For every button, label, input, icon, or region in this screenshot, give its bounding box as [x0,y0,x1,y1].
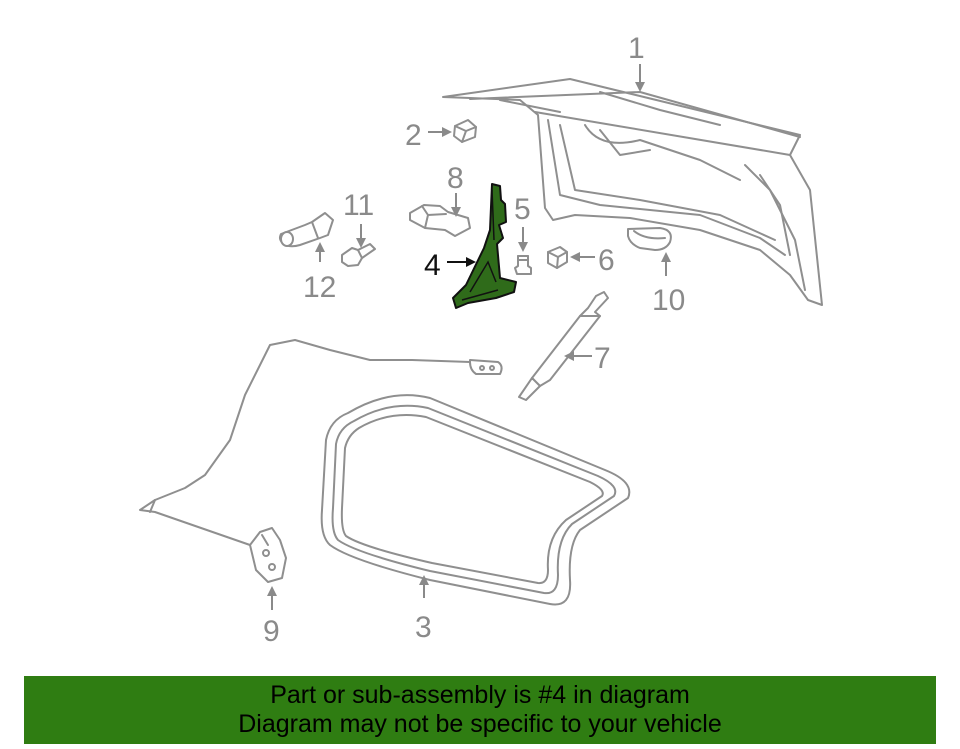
callout-8: 8 [447,162,464,195]
bolt-part-12 [279,212,334,248]
notice-banner: Part or sub-assembly is #4 in diagram Di… [24,676,936,744]
callout-12: 12 [303,271,336,304]
bracket-part-8 [409,204,471,237]
callout-9: 9 [263,615,280,648]
callout-1: 1 [628,32,645,65]
banner-line-2: Diagram may not be specific to your vehi… [238,710,722,738]
trunk-lid-part-1 [442,78,823,306]
callout-2: 2 [405,119,422,152]
release-cable [139,339,503,546]
callout-10: 10 [652,284,685,317]
bolt-part-11 [341,243,376,267]
stud-part-5 [514,255,532,275]
callout-4: 4 [424,249,441,282]
nut-part-2 [453,119,477,143]
bumper-part-10 [627,227,672,251]
callout-5: 5 [514,193,531,226]
callout-6: 6 [598,244,615,277]
callout-3: 3 [415,611,432,644]
gas-strut-part-7 [518,291,609,401]
callout-11: 11 [343,189,374,222]
cap-part-6 [547,246,568,269]
hinge-bracket-part-4 [452,183,517,309]
callout-7: 7 [594,342,611,375]
banner-line-1: Part or sub-assembly is #4 in diagram [270,681,690,709]
parts-diagram: 1 2 8 12 11 4 5 6 [139,32,823,648]
latch-part-9 [249,527,287,583]
weatherstrip-part-3 [320,394,631,606]
